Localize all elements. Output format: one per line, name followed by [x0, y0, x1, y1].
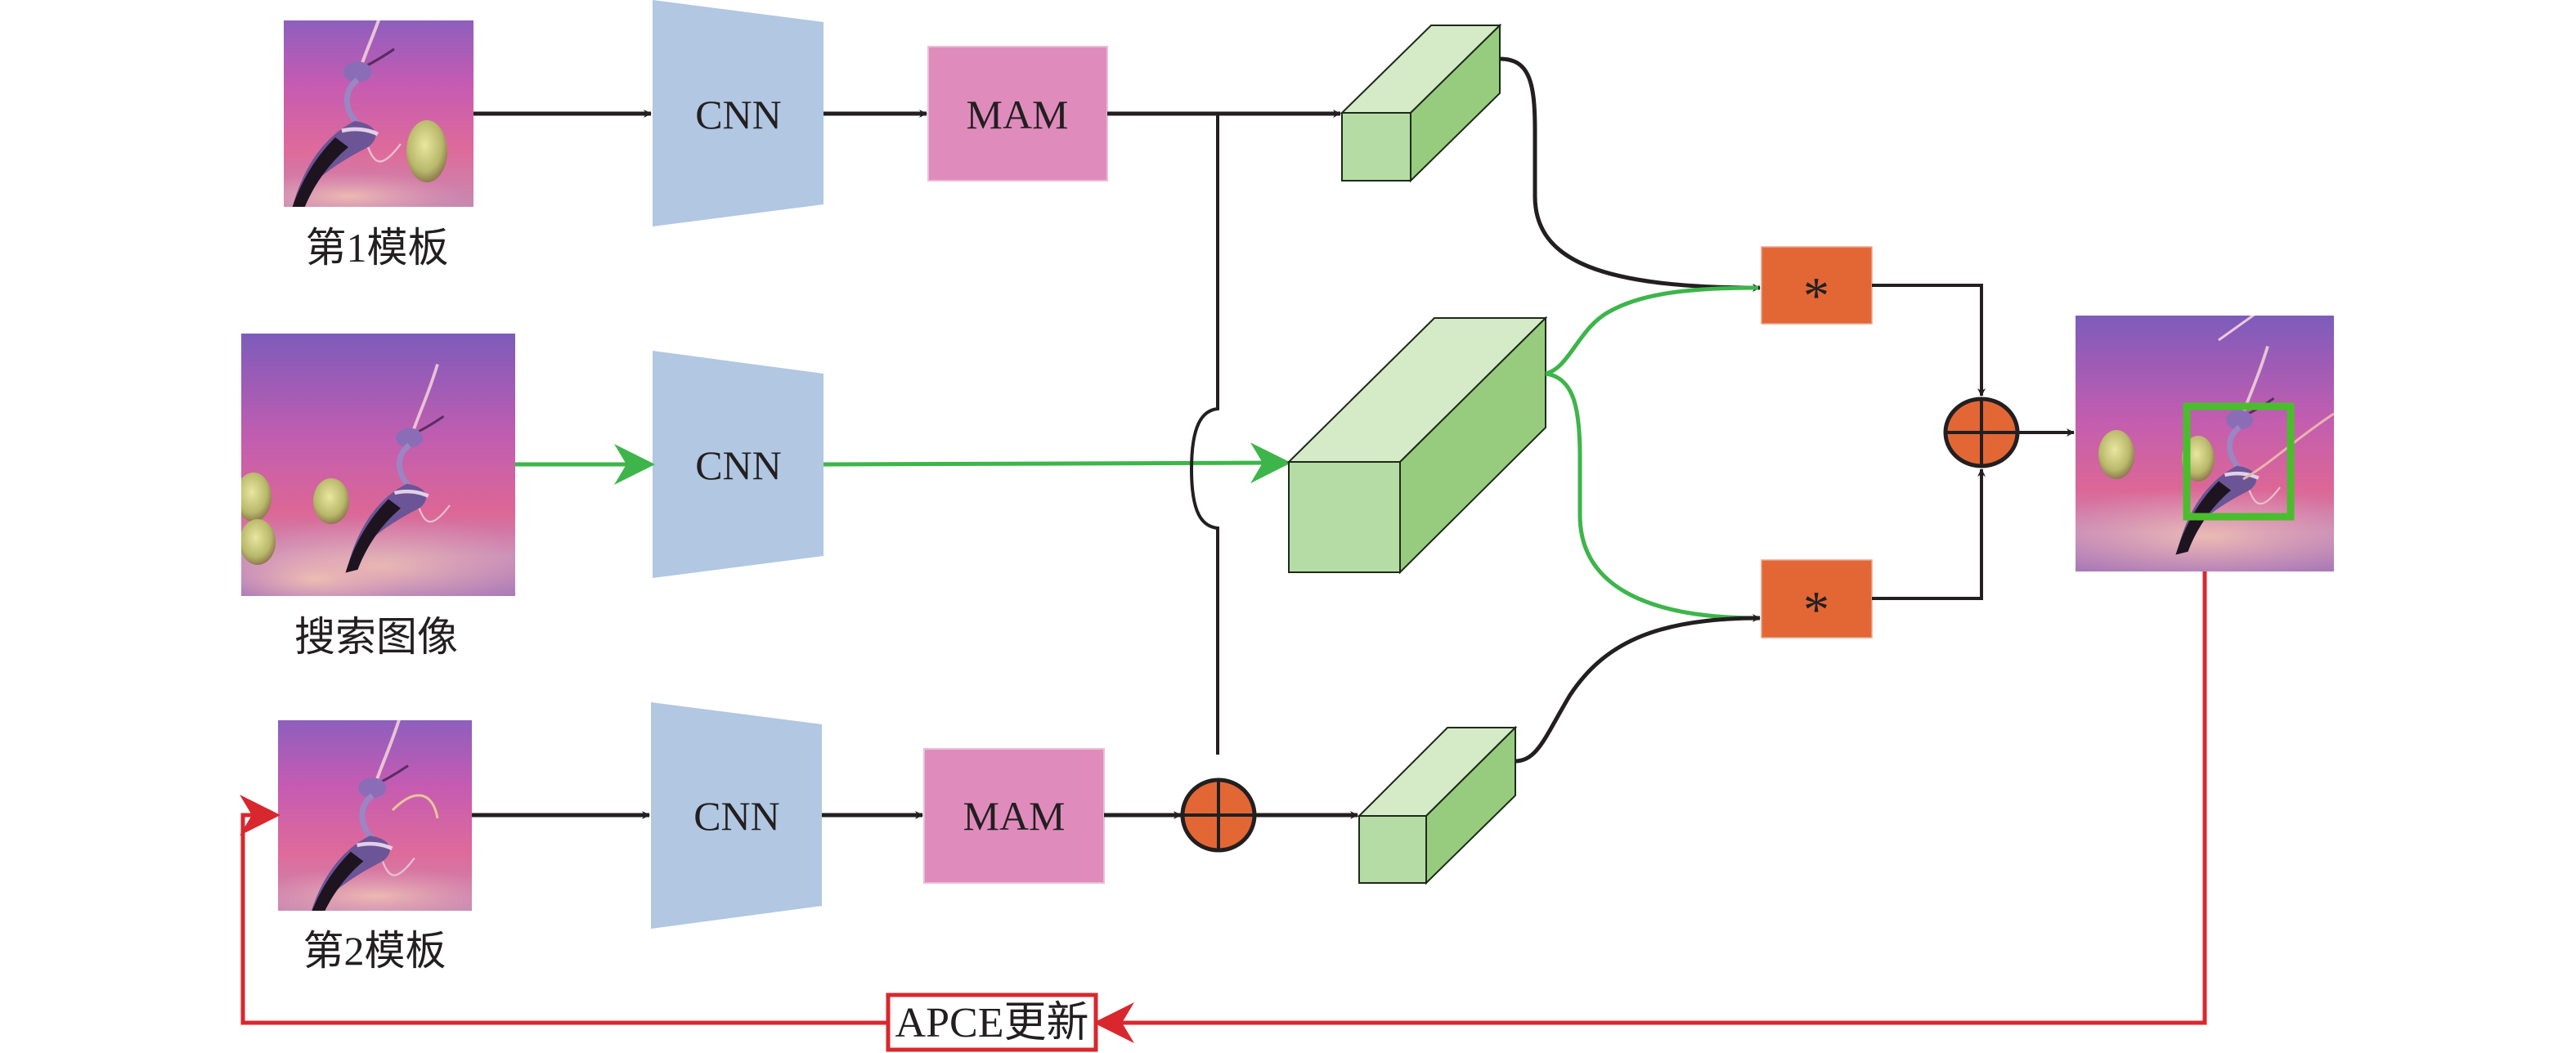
template2-image	[278, 720, 472, 911]
edge-search-feature-to-xcorr-top	[1545, 285, 1759, 376]
cnn-block-template2: CNN	[651, 702, 822, 929]
crane-template-image-icon	[278, 720, 472, 911]
mam-label: MAM	[963, 793, 1065, 839]
fusion-add-operator	[1943, 397, 2020, 468]
apce-update-label: APCE更新	[895, 1000, 1089, 1046]
search-label: 搜索图像	[294, 614, 458, 660]
crane-search-image-icon	[241, 334, 515, 596]
edge-template1-feature-to-xcorr-top	[1499, 56, 1761, 292]
edge-template1-to-add-skip	[1189, 114, 1219, 755]
xcorr-top-operator: *	[1761, 246, 1873, 325]
cnn-label: CNN	[693, 793, 780, 839]
cnn-label: CNN	[695, 92, 782, 137]
apce-update-box: APCE更新	[886, 993, 1098, 1052]
mam-label: MAM	[966, 92, 1068, 137]
tracking-result-image-icon	[2076, 316, 2334, 571]
edge-cnn-to-search-feature	[823, 442, 1291, 484]
template2-label: 第2模板	[303, 928, 447, 974]
xcorr-symbol: *	[1803, 267, 1829, 325]
template-add-operator	[1180, 777, 1257, 853]
feature-map-template1	[1340, 23, 1502, 183]
crane-template-image-icon	[284, 20, 473, 207]
template1-image	[284, 20, 473, 207]
search-image	[241, 334, 515, 596]
output-image	[2076, 316, 2334, 571]
xcorr-symbol: *	[1803, 580, 1829, 639]
edge-xcorr-bottom-to-fusion	[1872, 468, 1986, 600]
xcorr-bottom-operator: *	[1761, 559, 1873, 639]
feature-map-search	[1286, 316, 1548, 575]
edge-template2-feature-to-xcorr-bottom	[1515, 614, 1761, 764]
cnn-label: CNN	[695, 442, 782, 488]
edge-apce-to-template2	[240, 795, 888, 1025]
template1-label: 第1模板	[306, 225, 449, 271]
cnn-block-template1: CNN	[653, 0, 824, 226]
mam-block-template2: MAM	[923, 748, 1105, 884]
edge-output-to-apce	[1093, 571, 2207, 1043]
feature-map-template2	[1357, 725, 1518, 885]
edge-search-feature-to-xcorr-bottom	[1545, 371, 1759, 621]
mam-block-template1: MAM	[927, 46, 1108, 181]
edge-xcorr-top-to-fusion	[1872, 284, 1986, 397]
cnn-block-search: CNN	[653, 351, 824, 578]
bounding-box	[2183, 402, 2295, 521]
